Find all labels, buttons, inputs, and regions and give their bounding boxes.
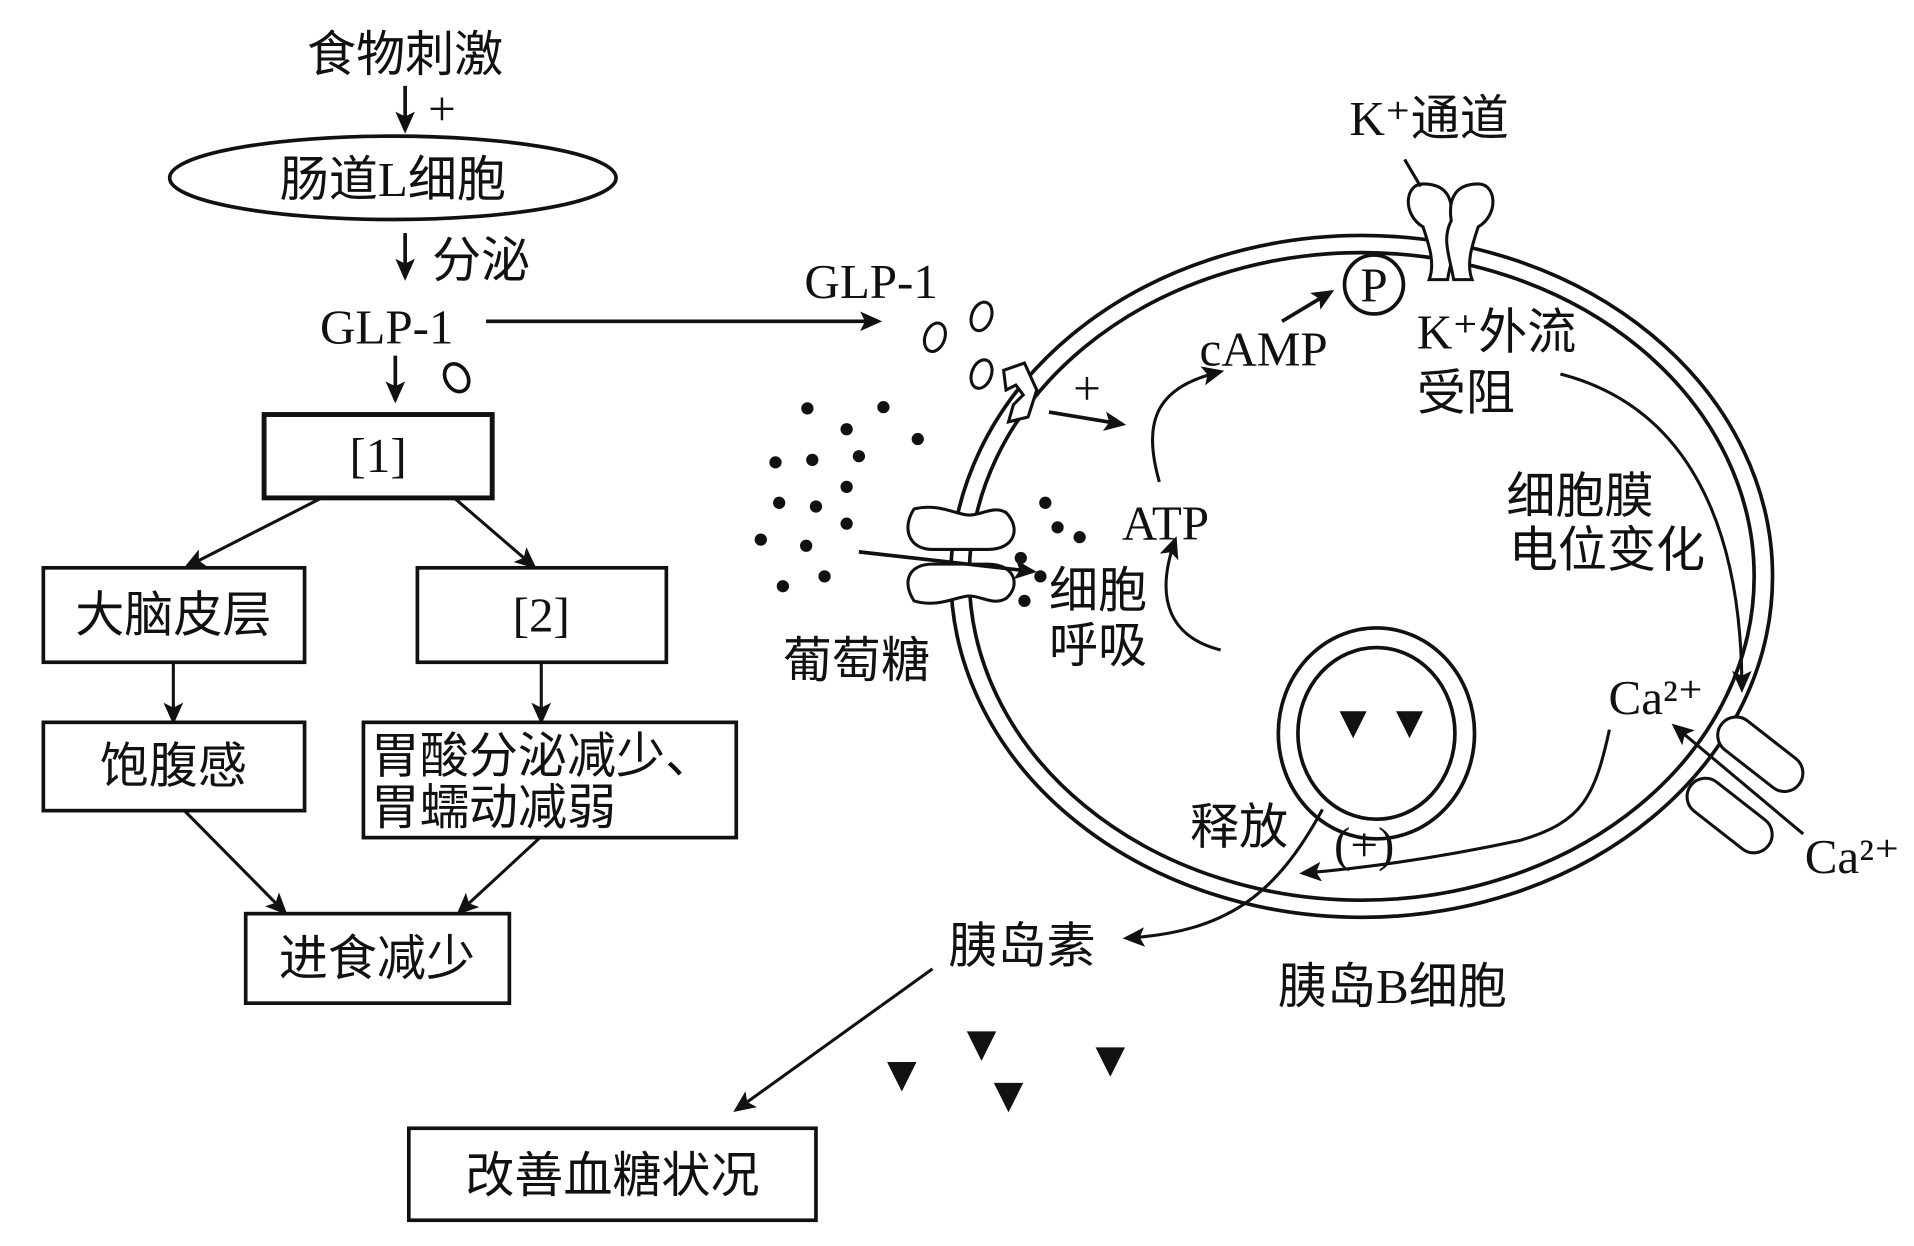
arrow-potential-change xyxy=(1559,372,1752,693)
glp1-molecule xyxy=(442,361,471,394)
box-improve xyxy=(406,1126,818,1223)
ca-channel xyxy=(1685,715,1805,855)
glucose-dot xyxy=(852,450,866,463)
glucose-dot xyxy=(840,517,853,530)
glucose-transporter xyxy=(906,505,1016,605)
box-1 xyxy=(261,412,495,501)
vesicle-outer xyxy=(1276,626,1477,841)
atp-label: ATP xyxy=(1122,496,1209,551)
potential-label-2: 电位变化 xyxy=(1509,523,1705,578)
glp1-molecule xyxy=(969,300,994,333)
box-gastric xyxy=(361,720,739,840)
camp-label: cAMP xyxy=(1200,321,1328,376)
glucose-dot xyxy=(806,453,819,467)
glucose-dot xyxy=(1034,570,1047,583)
glucose-dot xyxy=(801,402,814,415)
k-channel xyxy=(1406,182,1495,282)
arrow-respiration-to-atp xyxy=(1159,536,1222,652)
cortex-label: 大脑皮层 xyxy=(75,588,271,643)
glucose-dot xyxy=(754,533,767,546)
glucose-dot xyxy=(769,456,782,469)
secrete-label: 分泌 xyxy=(432,233,530,288)
glucose-label: 葡萄糖 xyxy=(783,633,930,688)
ca-inside-label: Ca²⁺ xyxy=(1608,670,1703,725)
insulin-label: 胰岛素 xyxy=(948,919,1095,974)
cell-name-label: 胰岛B细胞 xyxy=(1278,959,1507,1014)
k-channel-pointer xyxy=(1403,158,1422,188)
arrow-vesicle-to-insulin xyxy=(1122,808,1324,947)
stimulus-label: 食物刺激 xyxy=(307,27,503,82)
arrow-ca-influx xyxy=(1671,723,1805,836)
box-eat-less xyxy=(243,911,512,1006)
stimulus-plus: + xyxy=(428,81,456,136)
glucose-dot xyxy=(800,539,813,552)
glucose-dot xyxy=(1073,531,1086,544)
insulin-molecules-outside xyxy=(887,1031,1126,1113)
ca-outside-label: Ca²⁺ xyxy=(1805,829,1900,884)
arrow-gastric-to-eat xyxy=(456,836,542,915)
arrow-camp-to-p xyxy=(1281,289,1335,323)
insulin-molecule xyxy=(887,1062,917,1092)
arrow-glucose-in xyxy=(858,550,1037,580)
phosphate-circle xyxy=(1342,253,1406,316)
satiety-label: 饱腹感 xyxy=(100,738,247,793)
arrow-insulin-to-improve xyxy=(733,967,934,1113)
insulin-molecule xyxy=(1095,1047,1126,1077)
arrow-to-box2 xyxy=(453,496,537,569)
glucose-dot xyxy=(818,570,831,583)
k-block-label-2: 受阻 xyxy=(1417,366,1515,421)
glucose-dot xyxy=(1051,521,1064,534)
glucose-dot xyxy=(776,580,789,593)
release-label: 释放 xyxy=(1190,800,1288,855)
glucose-dot xyxy=(840,480,853,494)
glucose-dot xyxy=(1039,496,1052,509)
glucose-dot xyxy=(840,423,853,436)
box-satiety xyxy=(41,720,307,813)
glp1-molecule xyxy=(922,321,947,354)
glucose-dot xyxy=(1018,594,1031,608)
box-2-label: [2] xyxy=(513,588,570,643)
glp1-cell-label: GLP-1 xyxy=(804,254,938,309)
glp1-receptor xyxy=(1001,361,1039,425)
glucose-dot xyxy=(1014,551,1027,565)
potential-label-1: 细胞膜 xyxy=(1506,469,1653,524)
receptor-plus: + xyxy=(1073,361,1101,416)
glucose-dot xyxy=(773,496,786,509)
insulin-molecule xyxy=(1396,711,1424,739)
l-cell-label: 肠道L细胞 xyxy=(280,152,506,207)
glucose-dot xyxy=(911,432,924,446)
k-channel-label: K⁺通道 xyxy=(1349,91,1508,146)
box-1-label: [1] xyxy=(350,428,407,483)
improve-label: 改善血糖状况 xyxy=(465,1148,759,1203)
insulin-molecule xyxy=(966,1031,997,1061)
glp1-left-label: GLP-1 xyxy=(320,299,454,354)
vesicle-inner xyxy=(1296,645,1457,822)
insulin-molecule xyxy=(1339,711,1367,739)
phosphate-label: P xyxy=(1360,258,1387,313)
arrow-receptor xyxy=(1048,410,1127,431)
l-cell-ellipse xyxy=(167,134,618,222)
arrow-ca-to-release xyxy=(1299,729,1611,882)
arrow-atp-to-camp xyxy=(1151,366,1225,483)
gastric-label-1: 胃酸分泌减少、 xyxy=(371,729,714,784)
arrow-satiety-to-eat xyxy=(183,809,288,916)
arrow-to-cortex xyxy=(183,496,323,569)
glucose-dot xyxy=(877,401,890,414)
gastric-label-2: 胃蠕动减弱 xyxy=(371,780,616,835)
eat-less-label: 进食减少 xyxy=(279,931,475,986)
glucose-dot xyxy=(809,500,823,513)
glp1-molecule xyxy=(969,358,994,390)
k-block-label-1: K⁺外流 xyxy=(1417,304,1576,359)
respiration-label-2: 呼吸 xyxy=(1049,618,1147,673)
respiration-label-1: 细胞 xyxy=(1049,563,1147,618)
insulin-molecule xyxy=(993,1082,1024,1113)
glucose-molecules xyxy=(754,401,1086,608)
